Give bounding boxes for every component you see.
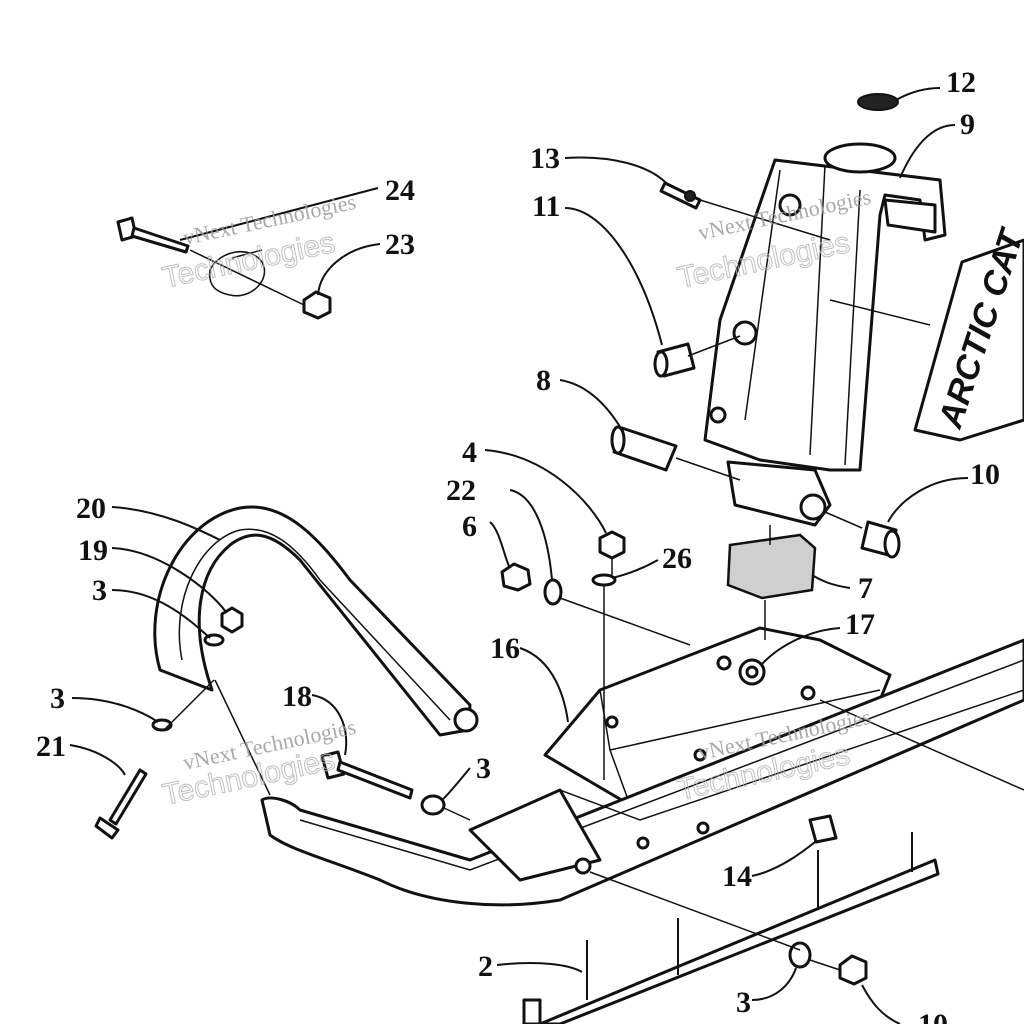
callout-26: 26 <box>662 542 692 575</box>
nut-part-19 <box>220 606 244 634</box>
washer-part-22 <box>543 578 563 606</box>
nut-part-6 <box>500 562 532 592</box>
callout-23: 23 <box>385 228 415 261</box>
wear-bar-part-2 <box>522 832 940 1024</box>
clamp-bracket <box>208 249 266 297</box>
callout-10: 10 <box>970 458 1000 491</box>
callout-4: 4 <box>462 436 477 469</box>
washer-part-3-bottom <box>788 941 812 969</box>
callout-13: 13 <box>530 142 560 175</box>
callout-8: 8 <box>536 364 551 397</box>
nut-part-23 <box>302 290 332 320</box>
washer-part-17 <box>738 658 766 686</box>
callout-3-a: 3 <box>92 574 107 607</box>
bolt-part-18 <box>320 750 414 800</box>
callout-16: 16 <box>490 632 520 665</box>
callout-10-b: 10 <box>918 1008 948 1024</box>
nut-part-14 <box>808 814 838 844</box>
bushing-part-10 <box>860 520 901 559</box>
callout-18: 18 <box>282 680 312 713</box>
callout-labels: 12 9 13 11 24 23 8 10 4 22 6 26 7 20 19 … <box>36 66 1000 1024</box>
callout-17: 17 <box>845 608 875 641</box>
arctic-cat-decal: ARCTIC CAT <box>913 222 1024 442</box>
callout-3-d: 3 <box>736 986 751 1019</box>
callout-14: 14 <box>722 860 752 893</box>
ski-body <box>260 638 1024 907</box>
callout-21: 21 <box>36 730 66 763</box>
callout-19: 19 <box>78 534 108 567</box>
callout-2: 2 <box>478 950 493 983</box>
callout-11: 11 <box>532 190 560 223</box>
callout-20: 20 <box>76 492 106 525</box>
spindle-part-9 <box>703 142 947 527</box>
callout-3-b: 3 <box>476 752 491 785</box>
callout-24: 24 <box>385 174 415 207</box>
leader-lines <box>69 87 969 1024</box>
bolt-part-21 <box>94 768 148 840</box>
damper-block-part-7 <box>726 533 817 600</box>
callout-9: 9 <box>960 108 975 141</box>
washer-part-26 <box>591 573 617 587</box>
center-lines <box>163 199 1024 971</box>
grease-fitting-part-13 <box>659 181 702 210</box>
cap-part-12 <box>857 93 899 111</box>
bolt-part-24 <box>116 216 190 254</box>
callout-22: 22 <box>446 474 476 507</box>
washer-part-3-mid <box>420 794 446 816</box>
ski-handle-part-20 <box>153 505 479 737</box>
bushing-part-8 <box>610 425 678 472</box>
nut-part-4 <box>598 530 626 560</box>
callout-6: 6 <box>462 510 477 543</box>
nut-part-10-bottom <box>838 954 868 986</box>
callout-7: 7 <box>858 572 873 605</box>
bushing-part-11 <box>653 342 696 378</box>
callout-3-c: 3 <box>50 682 65 715</box>
callout-12: 12 <box>946 66 976 99</box>
